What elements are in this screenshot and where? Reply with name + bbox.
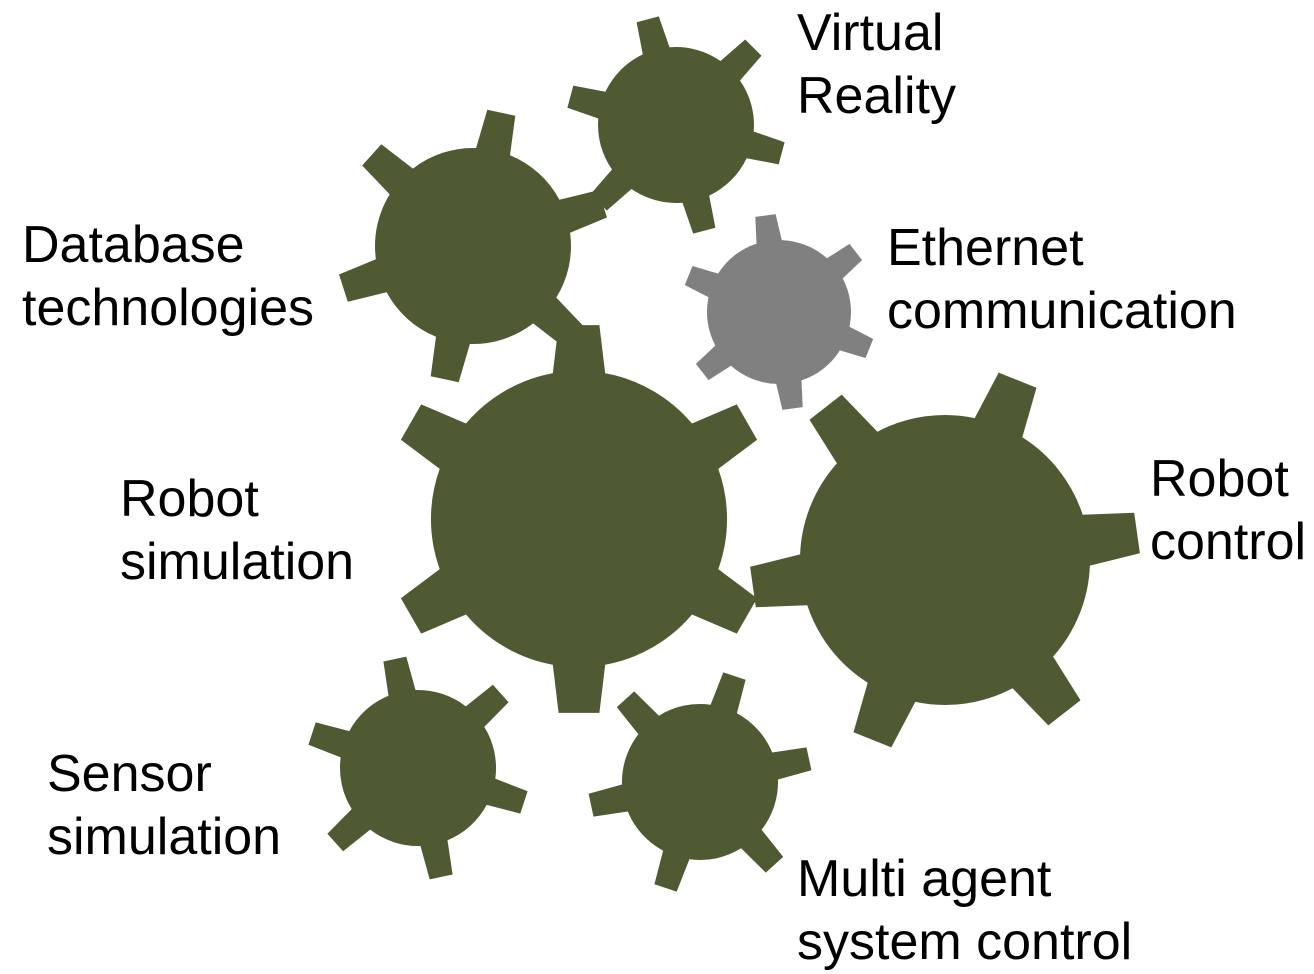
label-line-1: Robot bbox=[120, 470, 259, 528]
label-multi-agent-system-control: Multi agent system control bbox=[797, 848, 1132, 974]
label-line-1: Database bbox=[22, 216, 245, 274]
label-database-technologies: Database technologies bbox=[22, 214, 314, 340]
label-line-1: Ethernet bbox=[887, 219, 1084, 277]
gear-robot-control bbox=[750, 372, 1140, 748]
label-robot-control: Robot control bbox=[1150, 448, 1306, 574]
label-line-2: communication bbox=[887, 282, 1237, 340]
label-line-2: simulation bbox=[120, 533, 355, 591]
gear-multi-agent-system-control bbox=[588, 672, 812, 892]
gear-database-technologies bbox=[339, 109, 607, 383]
label-robot-simulation: Robot simulation bbox=[120, 468, 354, 594]
gear-virtual-reality bbox=[567, 16, 785, 234]
label-line-2: control bbox=[1150, 513, 1307, 571]
label-line-1: Multi agent bbox=[797, 850, 1052, 908]
gear-robot-simulation bbox=[400, 325, 758, 713]
label-sensor-simulation: Sensor simulation bbox=[47, 743, 281, 869]
label-virtual-reality: Virtual Reality bbox=[797, 2, 956, 128]
gear-sensor-simulation bbox=[308, 656, 528, 880]
label-line-1: Robot bbox=[1150, 450, 1289, 508]
gear-ethernet-communication bbox=[684, 214, 874, 410]
label-line-2: technologies bbox=[22, 279, 314, 337]
label-ethernet-communication: Ethernet communication bbox=[887, 217, 1237, 343]
label-line-2: simulation bbox=[47, 808, 282, 866]
label-line-2: system control bbox=[797, 913, 1133, 971]
label-line-1: Sensor bbox=[47, 745, 212, 803]
label-line-2: Reality bbox=[797, 67, 956, 125]
label-line-1: Virtual bbox=[797, 4, 944, 62]
